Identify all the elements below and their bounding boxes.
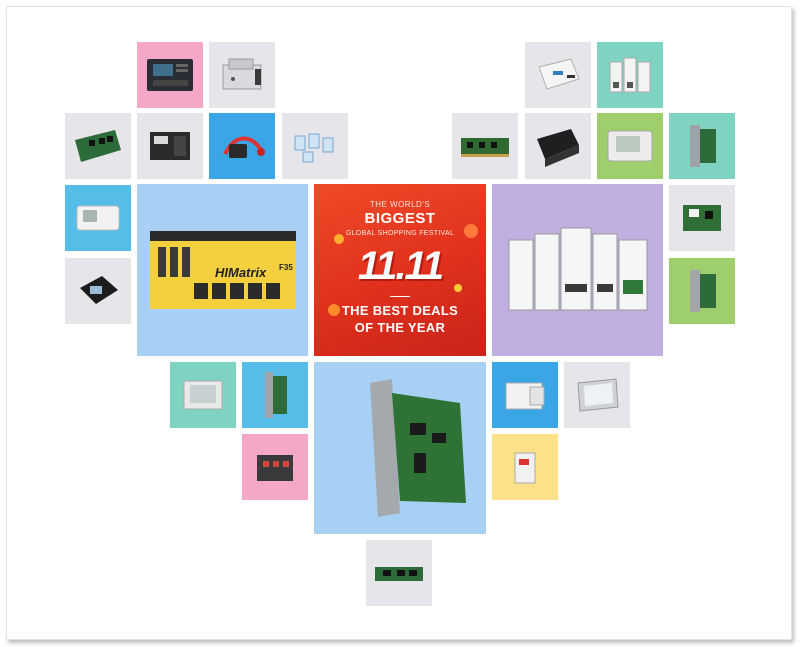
product-tile-gray-module[interactable] [492, 362, 558, 428]
slot-card-icon [690, 125, 716, 167]
banner-kicker: THE WORLD'S [369, 200, 431, 209]
product-tile-panel-screen[interactable] [170, 362, 236, 428]
product-tile-modular-system[interactable] [492, 184, 663, 356]
product-tile-touch-panel[interactable] [597, 113, 663, 179]
banner-date-number: 11.11 [357, 244, 444, 288]
banner-divider [390, 296, 410, 297]
banner-headline: BIGGEST [364, 210, 436, 227]
cable-harness-icon [223, 136, 265, 158]
touchscreen-icon [577, 378, 619, 412]
confetti-dot [464, 224, 478, 238]
product-tile-rack-modules[interactable] [597, 42, 663, 108]
product-tile-boxed-kit[interactable] [65, 258, 131, 324]
product-tile-io-module[interactable] [209, 42, 275, 108]
vertical-card-icon [265, 372, 287, 418]
sensor-unit-icon [514, 452, 536, 484]
plc-module-icon [150, 132, 190, 160]
gray-module-icon [505, 382, 545, 410]
confetti-dot [328, 304, 340, 316]
himatrix-controller-icon [149, 231, 296, 309]
long-board-icon [461, 138, 509, 157]
product-tile-hmi-panel[interactable] [137, 42, 203, 108]
boxed-kit-icon [80, 276, 118, 304]
connectors-icon [294, 133, 334, 163]
product-tile-power-board[interactable] [669, 185, 735, 251]
product-tile-vertical-card[interactable] [242, 362, 308, 428]
display-unit-icon [76, 205, 120, 231]
product-tile-connectors[interactable] [282, 113, 348, 179]
product-tile-display-unit[interactable] [65, 185, 131, 251]
product-tile-himatrix[interactable]: HIMatrix F35 [137, 184, 308, 356]
power-board-icon [683, 205, 721, 231]
product-tile-sensor-unit[interactable] [492, 434, 558, 500]
circuit-board-icon [75, 130, 121, 162]
panel-screen-icon [183, 380, 223, 410]
product-tile-green-card[interactable] [669, 258, 735, 324]
product-tile-black-rack[interactable] [525, 113, 591, 179]
touch-panel-icon [607, 130, 653, 162]
product-tile-controller-white[interactable] [525, 42, 591, 108]
product-tile-pcb-card[interactable] [314, 362, 486, 534]
confetti-dot [454, 284, 462, 292]
confetti-dot [334, 234, 344, 244]
io-module-icon [222, 58, 262, 90]
product-tile-slot-card[interactable] [669, 113, 735, 179]
himatrix-label: HIMatrix [215, 265, 267, 280]
modular-system-icon [508, 227, 647, 311]
banner-deals-line1: THE BEST DEALS [341, 303, 459, 318]
himatrix-model: F35 [279, 263, 293, 272]
green-card-icon [690, 270, 716, 312]
rack-modules-icon [609, 57, 651, 93]
relay-block-icon [257, 455, 293, 481]
bottom-board-icon [375, 567, 423, 581]
product-tile-long-board[interactable] [452, 113, 518, 179]
hmi-panel-icon [147, 59, 193, 91]
product-tile-circuit-board[interactable] [65, 113, 131, 179]
black-rack-icon [537, 129, 579, 167]
pcb-card-icon [370, 379, 466, 517]
product-tile-touchscreen[interactable] [564, 362, 630, 428]
banner-subline: GLOBAL SHOPPING FESTIVAL [345, 230, 455, 237]
product-tile-relay-block[interactable] [242, 434, 308, 500]
promo-banner-1111[interactable]: THE WORLD'S BIGGEST GLOBAL SHOPPING FEST… [314, 184, 486, 356]
product-tile-plc-module[interactable] [137, 113, 203, 179]
controller-icon [538, 58, 580, 90]
product-tile-bottom-board[interactable] [366, 540, 432, 606]
banner-deals-line2: OF THE YEAR [354, 320, 446, 335]
product-tile-cable-harness[interactable] [209, 113, 275, 179]
